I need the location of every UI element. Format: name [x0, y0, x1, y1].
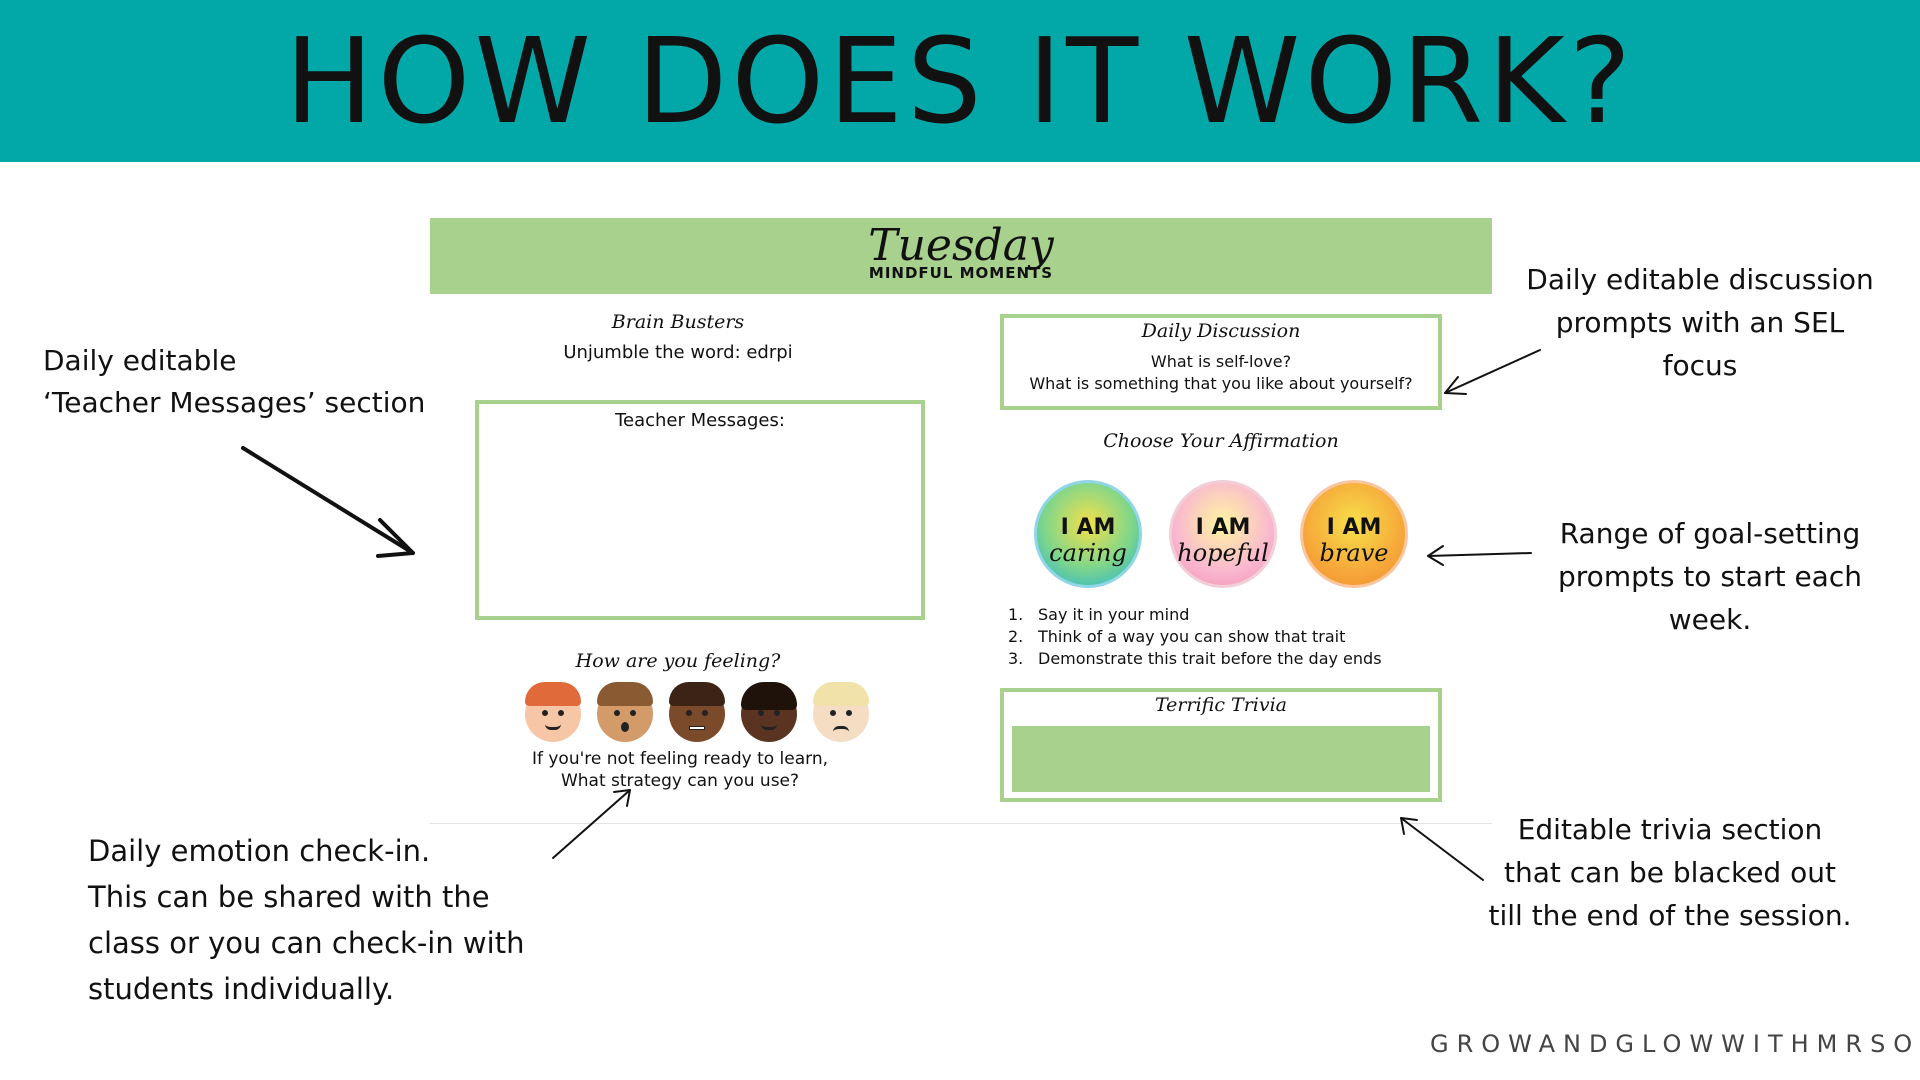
annotation-line: This can be shared with the — [88, 880, 490, 914]
teacher-messages-box[interactable]: Teacher Messages: — [475, 400, 925, 620]
annotation-line: class or you can check-in with — [88, 926, 525, 960]
affirmation-badge-caring[interactable]: I AM caring — [1034, 480, 1142, 588]
slide-subtitle: MINDFUL MOMENTS — [868, 264, 1054, 282]
trivia-title: Terrific Trivia — [1154, 694, 1287, 716]
teacher-messages-label: Teacher Messages: — [615, 410, 785, 431]
daily-discussion-title: Daily Discussion — [1141, 320, 1301, 342]
daily-discussion-box[interactable]: Daily Discussion What is self-love? What… — [1000, 314, 1442, 410]
annotation-line: focus — [1662, 349, 1738, 382]
smiling-face-icon[interactable] — [741, 682, 797, 742]
badge-word: caring — [1049, 539, 1127, 567]
annotation-line: Daily editable — [43, 344, 237, 377]
arrow-to-discussion — [1444, 349, 1541, 395]
affirmation-badge-brave[interactable]: I AM brave — [1300, 480, 1408, 588]
slide-preview: Tuesday MINDFUL MOMENTS Brain Busters Un… — [430, 218, 1492, 823]
strategy-line-1: If you're not feeling ready to learn, — [531, 749, 829, 769]
surprised-face-icon[interactable] — [597, 682, 653, 742]
annotation-line: ‘Teacher Messages’ section — [43, 386, 426, 419]
annotation-line: students individually. — [88, 972, 395, 1006]
annotation-line: till the end of the session. — [1488, 899, 1852, 932]
affirmation-title: Choose Your Affirmation — [1103, 430, 1339, 452]
step-item: 1.Say it in your mind — [1008, 605, 1190, 624]
title-banner: HOW DOES IT WORK? — [0, 0, 1920, 162]
badge-label-top: I AM — [1060, 515, 1116, 540]
happy-face-icon[interactable] — [525, 682, 581, 742]
annotation-line: prompts with an SEL — [1555, 306, 1845, 339]
emotion-faces — [525, 682, 885, 746]
annotation-line: Daily editable discussion — [1526, 263, 1874, 296]
annotation-line: that can be blacked out — [1504, 856, 1836, 889]
badge-word: hopeful — [1177, 539, 1269, 567]
arrow-to-strategy — [552, 789, 631, 859]
annotation-line: Editable trivia section — [1517, 813, 1823, 846]
worried-face-icon[interactable] — [669, 682, 725, 742]
annotation-line: Daily emotion check-in. — [88, 834, 431, 868]
slide-divider — [430, 823, 1492, 824]
slide-header: Tuesday MINDFUL MOMENTS — [430, 218, 1492, 294]
arrow-to-affirmations — [1427, 545, 1532, 566]
arrow-to-trivia — [1400, 817, 1484, 881]
annotation-teacher-messages: Daily editable ‘Teacher Messages’ sectio… — [43, 340, 425, 424]
step-item: 3.Demonstrate this trait before the day … — [1008, 649, 1382, 668]
annotation-emotion-checkin: Daily emotion check-in. This can be shar… — [88, 828, 524, 1012]
affirmation-steps: 1.Say it in your mind 2.Think of a way y… — [1008, 604, 1448, 670]
step-item: 2.Think of a way you can show that trait — [1008, 627, 1346, 646]
badge-word: brave — [1319, 539, 1389, 567]
annotation-line: prompts to start each — [1558, 560, 1862, 593]
discussion-question-1: What is self-love? — [1150, 352, 1292, 371]
page-title: HOW DOES IT WORK? — [284, 12, 1636, 150]
day-title: Tuesday — [868, 220, 1054, 271]
affirmation-badge-hopeful[interactable]: I AM hopeful — [1169, 480, 1277, 588]
feeling-title: How are you feeling? — [575, 650, 781, 672]
brain-busters-text: Unjumble the word: edrpi — [563, 342, 793, 363]
annotation-goal-setting: Range of goal-setting prompts to start e… — [1510, 512, 1910, 641]
strategy-prompt: If you're not feeling ready to learn, Wh… — [500, 748, 860, 792]
brand-footer: GROWANDGLOWWITHMRSO — [1430, 1030, 1920, 1058]
annotation-line: Range of goal-setting — [1559, 517, 1861, 550]
trivia-blackout-cover[interactable] — [1012, 726, 1430, 792]
strategy-line-2: What strategy can you use? — [560, 771, 800, 791]
discussion-question-2: What is something that you like about yo… — [1029, 374, 1413, 393]
annotation-trivia: Editable trivia section that can be blac… — [1470, 808, 1870, 937]
annotation-discussion: Daily editable discussion prompts with a… — [1500, 258, 1900, 387]
annotation-line: week. — [1668, 603, 1752, 636]
brain-busters-title: Brain Busters — [611, 311, 745, 333]
badge-label-top: I AM — [1195, 515, 1251, 540]
sad-face-icon[interactable] — [813, 682, 869, 742]
arrow-to-teacher-messages — [241, 446, 415, 558]
trivia-box[interactable]: Terrific Trivia — [1000, 688, 1442, 802]
badge-label-top: I AM — [1326, 515, 1382, 540]
